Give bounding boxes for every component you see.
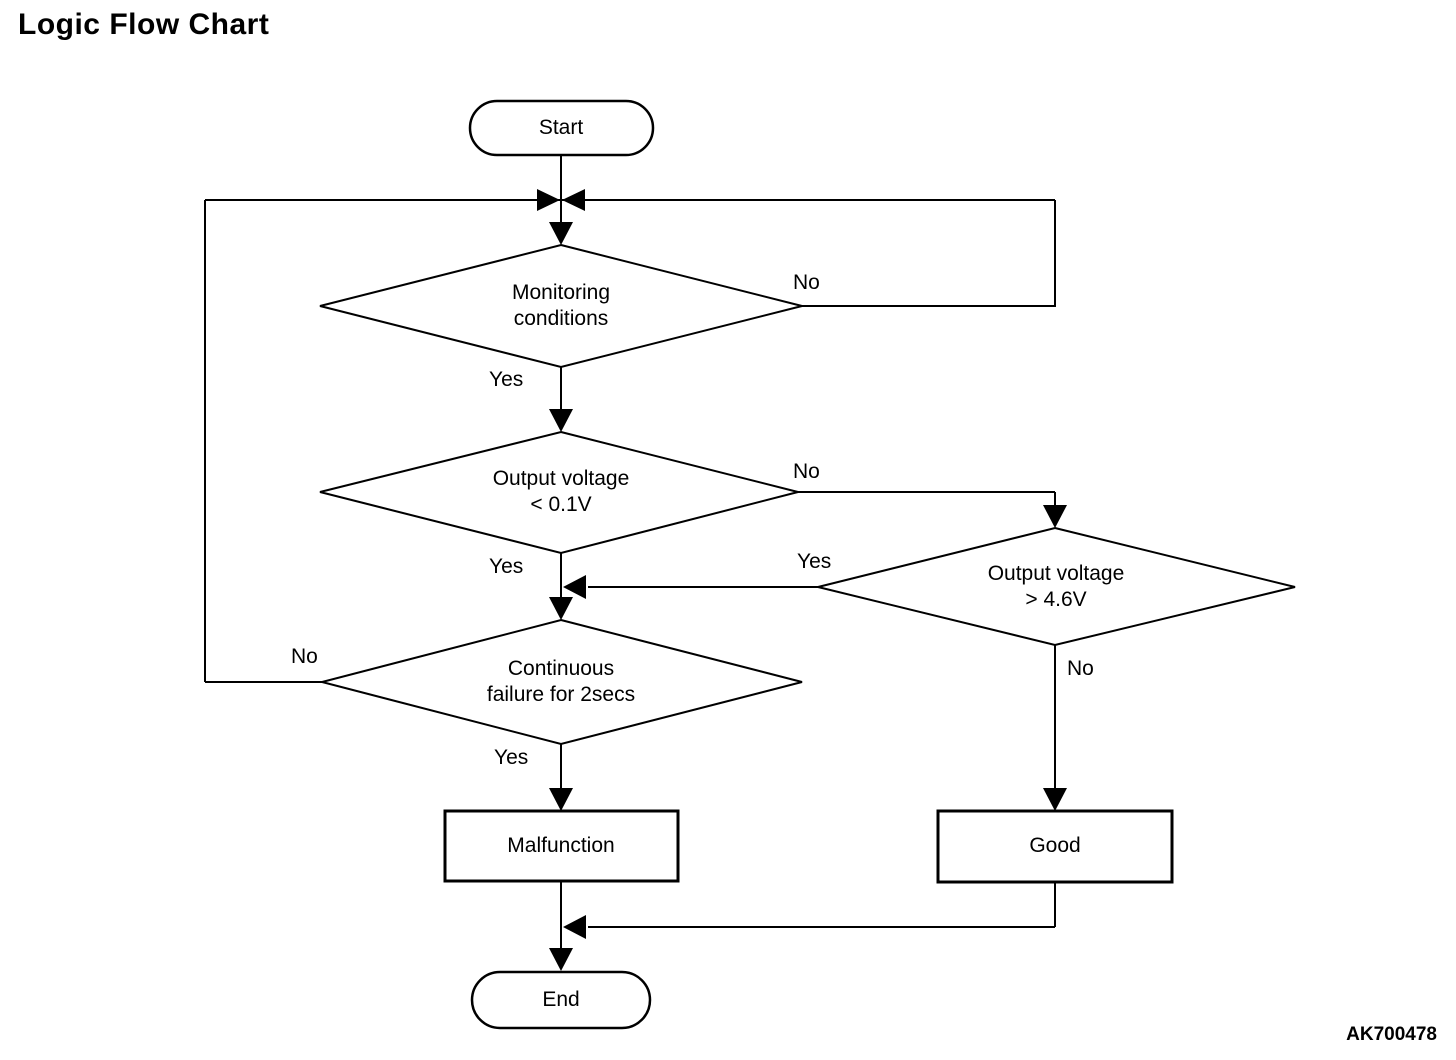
- monitoring-no-label: No: [793, 271, 820, 294]
- start-node-label: Start: [538, 116, 584, 139]
- monitoring-yes-label: Yes: [489, 368, 524, 391]
- malfunction-box-shape: [443, 809, 680, 883]
- voltage-high-yes-label: Yes: [797, 550, 832, 573]
- arrowhead-into-good: [1043, 788, 1067, 811]
- arrowhead-good-join: [563, 915, 586, 939]
- arrowhead-into-monitoring: [549, 222, 573, 245]
- arrowhead-into-continuous-failure: [549, 597, 573, 620]
- arrowhead-into-voltage-low: [549, 409, 573, 432]
- monitoring-diamond-label: Monitoring conditions: [511, 281, 611, 330]
- voltage-high-no-label: No: [1067, 657, 1094, 680]
- figure-code: AK700478: [1346, 1024, 1437, 1045]
- continuous-failure-no-label: No: [291, 645, 318, 668]
- voltage-low-yes-label: Yes: [489, 555, 524, 578]
- good-box-label: Good: [1029, 834, 1081, 857]
- arrowhead-into-end: [549, 948, 573, 971]
- arrowhead-into-malfunction: [549, 788, 573, 811]
- voltage-low-no-label: No: [793, 460, 820, 483]
- continuous-failure-diamond-label: Continuous failure for 2secs: [486, 657, 636, 706]
- voltage-low-diamond-label: Output voltage < 0.1V: [492, 467, 630, 516]
- continuous-failure-yes-label: Yes: [494, 746, 529, 769]
- end-node-label: End: [542, 988, 580, 1011]
- voltage-high-diamond-label: Output voltage > 4.6V: [987, 562, 1125, 611]
- arrowhead-into-voltage-high: [1043, 505, 1067, 528]
- start-node-shape: [468, 99, 655, 157]
- arrowhead-junction-left: [562, 189, 585, 211]
- malfunction-box-label: Malfunction: [507, 834, 615, 857]
- arrowhead-junction-right: [537, 189, 560, 211]
- page-title: Logic Flow Chart: [18, 8, 270, 41]
- arrowhead-voltage-high-yes-join: [563, 575, 586, 599]
- end-node-shape: [470, 970, 652, 1030]
